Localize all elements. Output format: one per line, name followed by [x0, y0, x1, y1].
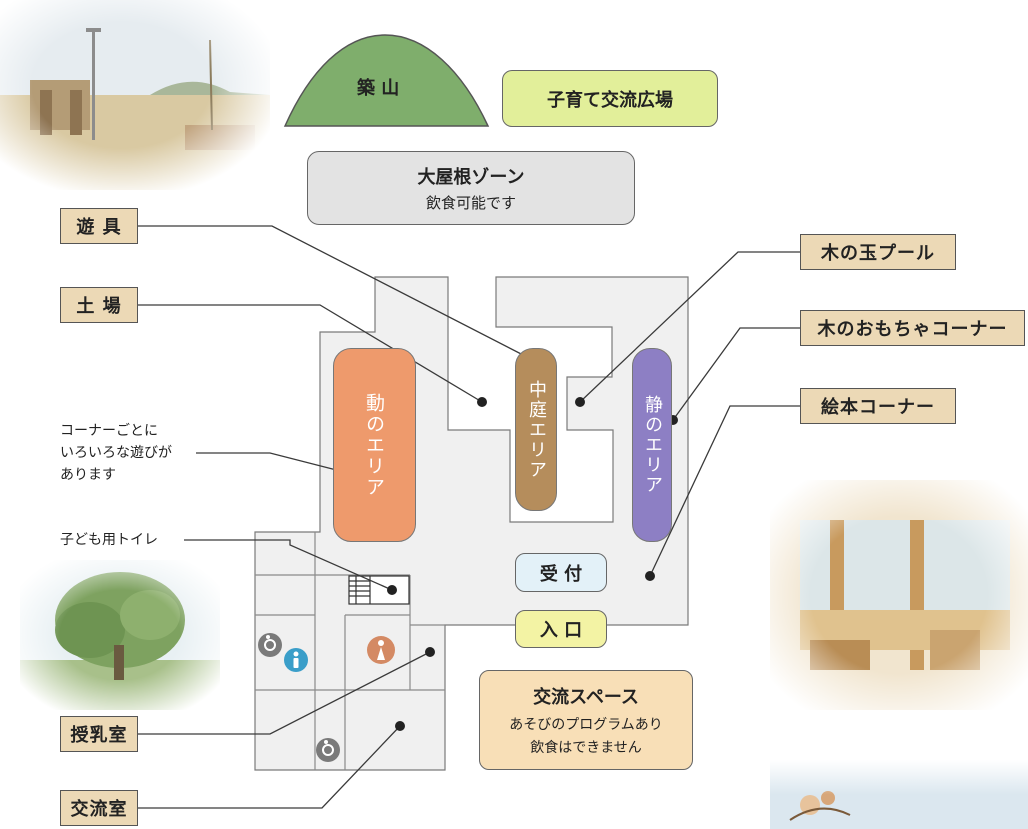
marker-kinotama — [575, 397, 585, 407]
leader-omocha — [672, 327, 800, 421]
restroom-block — [255, 532, 445, 770]
restroom-male-icon — [284, 648, 308, 672]
entrance-box: 入 口 — [515, 610, 607, 648]
leader-corner — [196, 452, 353, 475]
label-omocha: 木のおもちゃコーナー — [800, 310, 1025, 346]
leader-koryushitsu — [138, 725, 401, 809]
corner-note-line-2: いろいろな遊びが — [60, 445, 172, 461]
exchange-space-box: 交流スペース あそびのプログラムあり 飲食はできません — [479, 670, 693, 770]
blossom-photo — [770, 760, 1028, 829]
marker-doba — [477, 397, 487, 407]
park-photo — [0, 0, 270, 190]
leader-yugu — [138, 225, 528, 358]
leader-kinotama — [579, 251, 800, 403]
roof-zone-title: 大屋根ゾーン — [417, 167, 525, 188]
label-junyu: 授乳室 — [60, 716, 138, 752]
label-kinotama: 木の玉プール — [800, 234, 956, 270]
leader-junyu — [138, 651, 431, 735]
interior-photo — [770, 480, 1028, 710]
corner-note-line-1: コーナーごとに — [60, 423, 158, 439]
marker-koryushitsu — [395, 721, 405, 731]
marker-ehon — [645, 571, 655, 581]
area-dou: 動のエリア — [333, 348, 416, 542]
area-dou-label: 動のエリア — [363, 392, 385, 498]
tree-photo — [20, 560, 220, 710]
roof-zone-subtitle: 飲食可能です — [425, 194, 516, 212]
area-sei: 静のエリア — [632, 348, 672, 542]
label-koryushitsu: 交流室 — [60, 790, 138, 826]
corner-note-line-3: あります — [60, 467, 116, 483]
leader-ehon — [649, 405, 800, 577]
exchange-space-line-1: あそびのプログラムあり — [509, 717, 663, 733]
hill-shape — [283, 34, 490, 127]
exchange-space-title: 交流スペース — [533, 687, 639, 708]
exchange-space-line-2: 飲食はできません — [530, 740, 642, 756]
reception-box: 受 付 — [515, 553, 607, 592]
label-ehon: 絵本コーナー — [800, 388, 956, 424]
restroom-female-icon — [367, 636, 395, 664]
label-doba: 土 場 — [60, 287, 138, 323]
leader-doba — [138, 304, 483, 403]
wheelchair-icon — [258, 633, 282, 657]
area-nakaniwa-label: 中庭エリア — [526, 379, 547, 480]
area-sei-label: 静のエリア — [642, 395, 663, 495]
roof-zone-box: 大屋根ゾーン 飲食可能です — [307, 151, 635, 225]
entrance-label: 入 口 — [539, 620, 583, 641]
corner-note: コーナーごとに いろいろな遊びが あります — [60, 420, 172, 486]
stairs-icon — [348, 575, 410, 605]
reception-label: 受 付 — [539, 563, 583, 585]
area-nakaniwa: 中庭エリア — [515, 348, 557, 511]
wheelchair-icon-2 — [316, 738, 340, 762]
plaza-box: 子育て交流広場 — [502, 70, 718, 127]
label-yugu: 遊 具 — [60, 208, 138, 244]
plaza-label: 子育て交流広場 — [547, 89, 673, 111]
marker-toilet — [387, 585, 397, 595]
hill-label: 築 山 — [357, 78, 400, 99]
marker-junyu — [425, 647, 435, 657]
toilet-note: 子ども用トイレ — [60, 532, 158, 548]
leader-toilet — [184, 539, 393, 591]
